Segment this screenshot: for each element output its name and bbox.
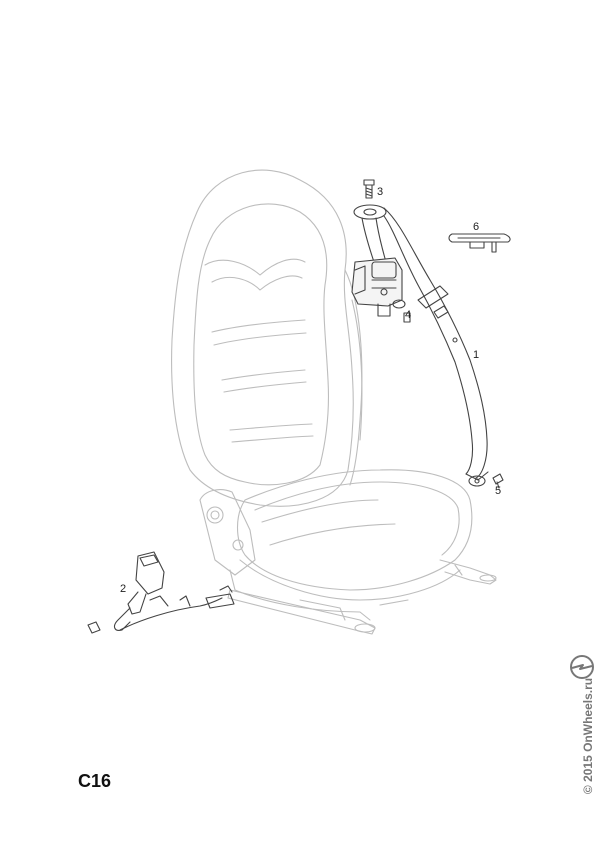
section-code: C16	[78, 771, 112, 791]
part-3-bolt	[363, 179, 375, 199]
callout-3: 3	[377, 186, 383, 198]
part-1-belt	[353, 204, 489, 487]
part-4-bolt	[392, 299, 411, 323]
opel-logo-icon	[570, 655, 594, 679]
callout-1: 1	[473, 349, 479, 361]
seatbelt-parts	[87, 179, 511, 634]
callout-6: 6	[473, 221, 479, 233]
part-5-bolt	[492, 473, 504, 489]
callout-5: 5	[495, 485, 501, 497]
callout-2: 2	[120, 583, 126, 595]
seat-illustration	[171, 169, 497, 635]
part-6-clip	[448, 233, 511, 253]
retractor	[351, 257, 403, 317]
copyright-watermark: © 2015 OnWheels.ru	[581, 677, 595, 795]
part-2-buckle	[87, 551, 235, 634]
callout-4: 4	[405, 309, 411, 321]
